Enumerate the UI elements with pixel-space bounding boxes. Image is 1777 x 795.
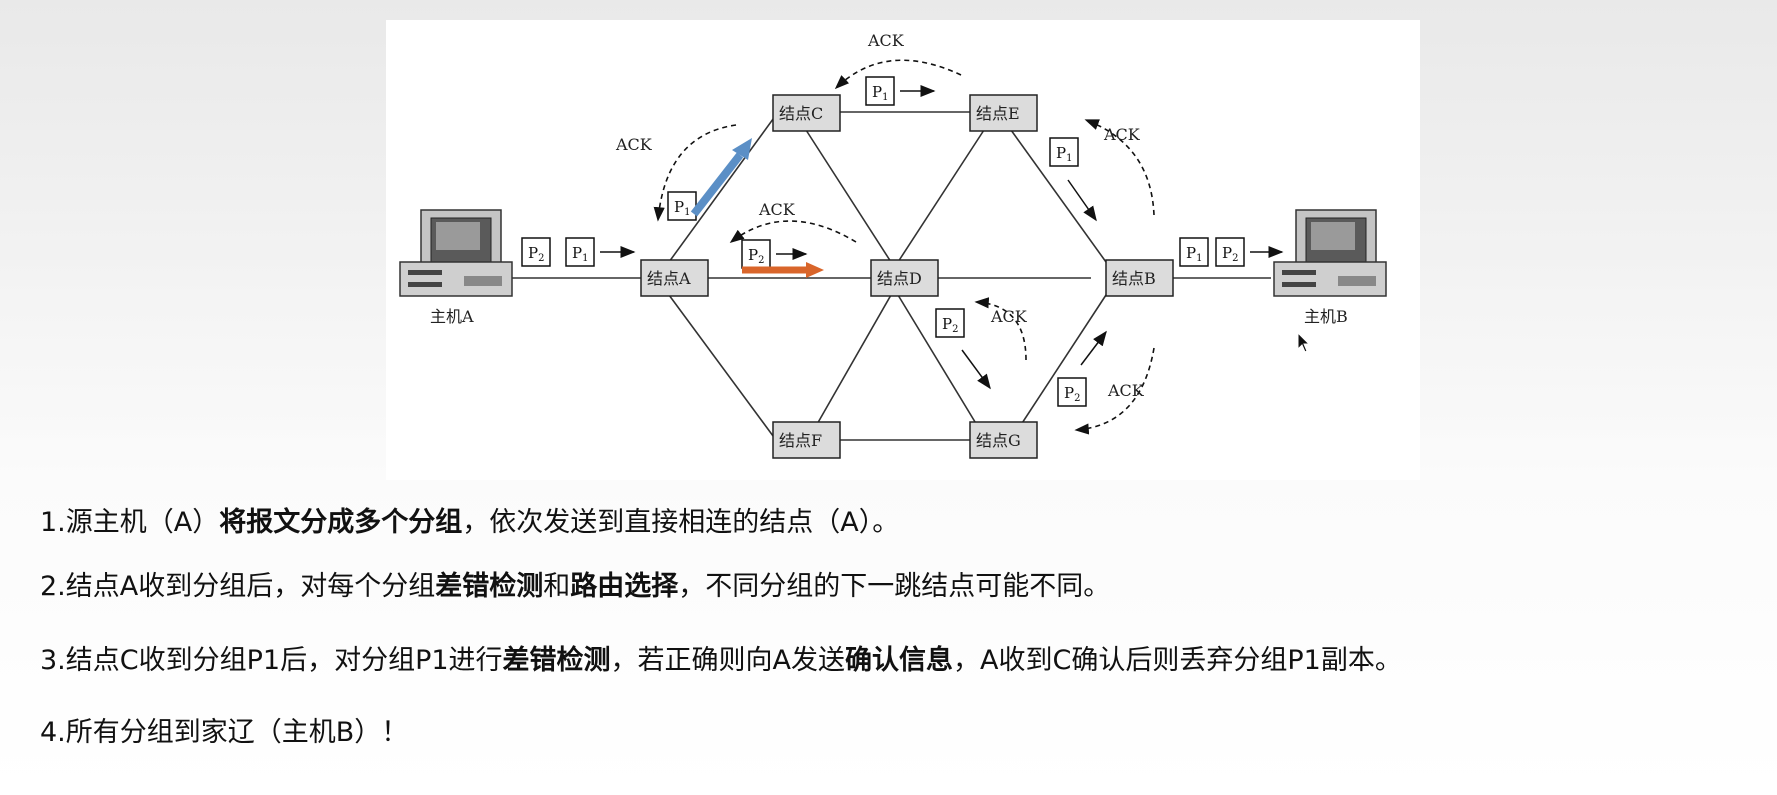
- step-3-bold-2: 确认信息: [845, 645, 954, 676]
- step-3: 3.结点C收到分组P1后，对分组P1进行差错检测，若正确则向A发送确认信息，A收…: [40, 638, 1402, 677]
- step-1-mid: ，依次发送到直接相连的结点（A）。: [462, 507, 900, 538]
- node-d: 结点D: [870, 259, 939, 297]
- packet-switching-diagram: 主机A 主机B 结点A 结点C 结点E 结点D 结点B 结点F 结点G: [399, 31, 1387, 459]
- step-2-bold-1: 差错检测: [435, 571, 544, 602]
- packet-p1-hostb: P1: [1179, 237, 1209, 267]
- step-4: 4.所有分组到家辽（主机B）！: [40, 710, 408, 749]
- step-4-text: 4.所有分组到家辽（主机B）！: [40, 717, 409, 748]
- packet-p2-hostb: P2: [1215, 237, 1245, 267]
- svg-text:P1: P1: [674, 198, 690, 218]
- network-links: [498, 111, 1271, 441]
- link-d-g: [897, 294, 987, 441]
- ack-label-b-e: ACK: [1103, 125, 1141, 144]
- step-3-prefix: 3.结点C收到分组P1后，对分组P1进行: [40, 645, 503, 676]
- packet-p1-hosta: P1: [565, 237, 595, 267]
- packet-p2-a-d: P2: [741, 239, 771, 269]
- svg-text:P2: P2: [528, 244, 544, 264]
- arrow-p2-d-g: [961, 349, 991, 390]
- svg-text:P2: P2: [942, 315, 958, 335]
- packet-p2-d-g: P2: [935, 308, 965, 338]
- packet-p1-a-c: P1: [667, 191, 697, 221]
- arrow-p1-e-b: [1067, 179, 1097, 222]
- host-b-label: 主机B: [1304, 307, 1348, 326]
- host-a-computer-icon: [399, 209, 513, 297]
- ack-d-to-a: [729, 220, 857, 243]
- packet-p2-g-b: P2: [1057, 377, 1087, 407]
- ack-label-b-g: ACK: [1107, 381, 1145, 400]
- link-a-f: [668, 294, 777, 441]
- node-e: 结点E: [969, 94, 1038, 132]
- node-g-label: 结点G: [976, 431, 1021, 450]
- ack-g-to-d: [974, 297, 1027, 361]
- node-b: 结点B: [1105, 259, 1174, 297]
- step-1-bold-1: 将报文分成多个分组: [219, 507, 463, 538]
- packet-p1-e-b: P1: [1049, 137, 1079, 167]
- ack-b-to-e: [1084, 119, 1155, 216]
- arrow-p2-g-b: [1080, 330, 1107, 366]
- step-2: 2.结点A收到分组后，对每个分组差错检测和路由选择，不同分组的下一跳结点可能不同…: [40, 564, 1110, 603]
- ack-label-c-a: ACK: [615, 135, 653, 154]
- ack-label-d-a: ACK: [758, 200, 796, 219]
- svg-text:P2: P2: [1222, 244, 1238, 264]
- link-c-d: [805, 129, 892, 263]
- node-b-label: 结点B: [1112, 269, 1156, 288]
- svg-text:P1: P1: [1056, 144, 1072, 164]
- packet-p2-hosta: P2: [521, 237, 551, 267]
- node-e-label: 结点E: [976, 104, 1020, 123]
- step-2-rest: ，不同分组的下一跳结点可能不同。: [678, 571, 1111, 602]
- svg-text:P1: P1: [572, 244, 588, 264]
- step-1: 1.源主机（A）将报文分成多个分组，依次发送到直接相连的结点（A）。: [40, 500, 899, 539]
- blue-route-arrow: [690, 152, 744, 217]
- svg-text:P2: P2: [748, 246, 764, 266]
- node-f-label: 结点F: [779, 431, 822, 450]
- step-2-bold-2: 路由选择: [570, 571, 679, 602]
- node-a-label: 结点A: [647, 269, 691, 288]
- step-3-bold-1: 差错检测: [502, 645, 611, 676]
- node-d-label: 结点D: [877, 269, 922, 288]
- node-a: 结点A: [640, 259, 709, 297]
- svg-text:P1: P1: [1186, 244, 1202, 264]
- step-3-mid: ，若正确则向A发送: [610, 645, 846, 676]
- link-e-b: [1010, 129, 1107, 263]
- link-g-b: [1010, 294, 1107, 441]
- step-2-prefix: 2.结点A收到分组后，对每个分组: [40, 571, 436, 602]
- host-b-computer-icon: [1273, 209, 1387, 297]
- ack-b-to-g: [1074, 347, 1155, 435]
- mouse-cursor-icon: [1297, 332, 1311, 353]
- svg-text:P1: P1: [872, 83, 888, 103]
- packet-switching-figure: 主机A 主机B 结点A 结点C 结点E 结点D 结点B 结点F 结点G: [386, 20, 1420, 480]
- node-c: 结点C: [772, 94, 841, 132]
- node-f: 结点F: [772, 421, 841, 459]
- host-a-label: 主机A: [430, 307, 474, 326]
- ack-c-to-a: [653, 124, 737, 222]
- ack-label-g-d: ACK: [990, 307, 1028, 326]
- ack-label-e-c: ACK: [867, 31, 905, 50]
- step-2-mid: 和: [543, 571, 571, 602]
- orange-route-arrowhead: [806, 262, 824, 278]
- link-d-f: [807, 294, 892, 441]
- node-g: 结点G: [969, 421, 1038, 459]
- packet-p1-c-e: P1: [865, 76, 895, 106]
- link-d-e: [897, 129, 985, 263]
- step-1-prefix: 1.源主机（A）: [40, 507, 220, 538]
- svg-text:P2: P2: [1064, 384, 1080, 404]
- link-a-c: [668, 114, 777, 263]
- node-c-label: 结点C: [779, 104, 823, 123]
- ack-e-to-c: [834, 59, 962, 90]
- step-3-rest: ，A收到C确认后则丢弃分组P1副本。: [953, 645, 1402, 676]
- blue-route-arrowhead: [732, 138, 752, 160]
